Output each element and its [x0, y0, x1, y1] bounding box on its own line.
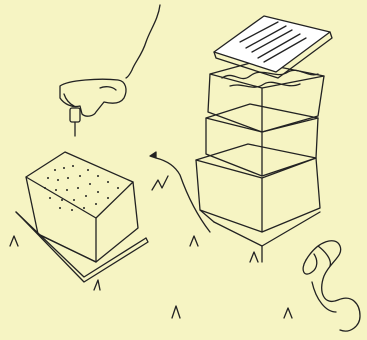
- worm-icon: [303, 241, 360, 331]
- curved-arrow-icon: [150, 152, 210, 232]
- bin-with-holes-icon: [16, 152, 148, 282]
- drill-icon: [60, 5, 160, 136]
- stacked-bins-icon: [196, 62, 324, 262]
- drilled-holes: [44, 165, 119, 211]
